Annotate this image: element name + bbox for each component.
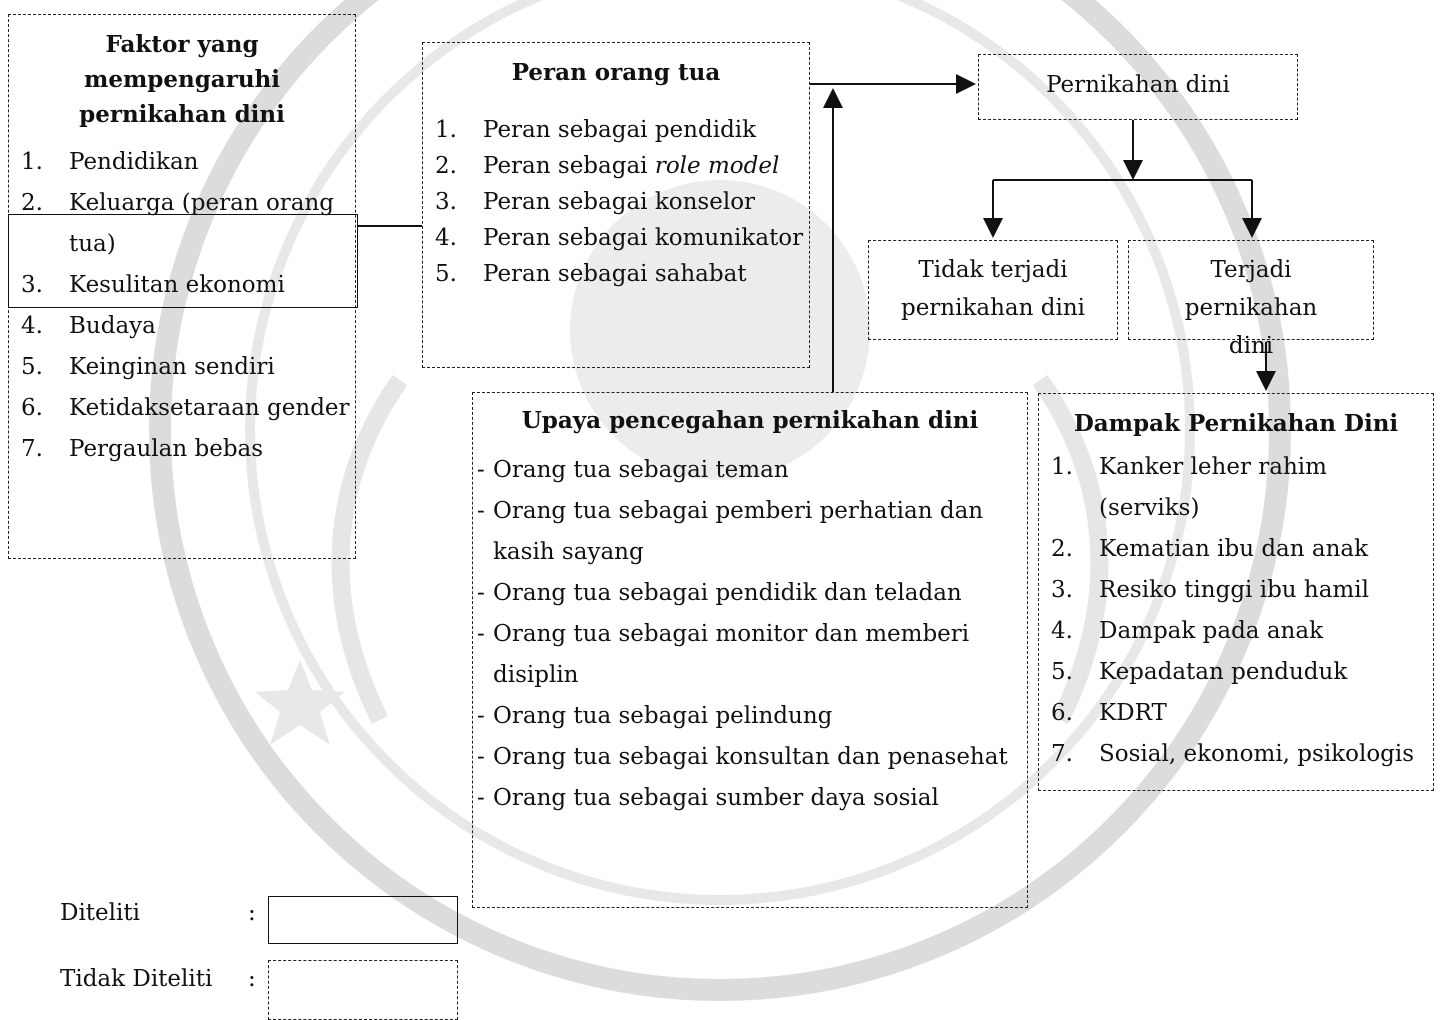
factor-item: 7. Pergaulan bebas [9, 429, 355, 470]
impact-item-number: 6. [1051, 700, 1073, 726]
factor-item: 4. Budaya [9, 306, 355, 347]
legend-not-studied-label: Tidak Diteliti [60, 966, 213, 992]
factor-item: 5. Keinginan sendiri [9, 347, 355, 388]
impact-item-text: Kematian ibu dan anak [1099, 536, 1369, 562]
factor-item-number: 7. [21, 436, 43, 462]
roles-box: Peran orang tua 1. Peran sebagai pendidik… [422, 42, 810, 368]
early-marriage-label: Pernikahan dini [1046, 72, 1230, 98]
prevention-item: -Orang tua sebagai pelindung [473, 696, 1027, 737]
prevention-item: -Orang tua sebagai teman [473, 450, 1027, 491]
impact-item-text: Sosial, ekonomi, psikologis [1099, 741, 1415, 767]
factor-item-number: 1. [21, 149, 43, 175]
legend-not-studied-colon: : [248, 966, 256, 992]
prevention-item-text: Orang tua sebagai teman [493, 457, 789, 483]
impact-item-number: 4. [1051, 618, 1073, 644]
factor-item-text: Pergaulan bebas [69, 436, 264, 462]
impact-item-text: Kepadatan penduduk [1099, 659, 1348, 685]
dash-bullet: - [477, 580, 485, 606]
impact-item-number: 5. [1051, 659, 1073, 685]
dash-bullet: - [477, 785, 485, 811]
legend-studied-colon: : [248, 900, 256, 926]
factor-item-number: 5. [21, 354, 43, 380]
legend-not-studied-swatch [268, 960, 458, 1020]
factor-item-text: Keinginan sendiri [69, 354, 275, 380]
impact-item-number: 2. [1051, 536, 1073, 562]
impact-item-text: KDRT [1099, 700, 1167, 726]
factor-item-number: 6. [21, 395, 43, 421]
impact-item: 2. Kematian ibu dan anak [1039, 529, 1433, 570]
factor-item-number: 4. [21, 313, 43, 339]
factor-item-text: Pendidikan [69, 149, 199, 175]
role-item-text: Peran sebagai konselor [483, 189, 756, 215]
role-item-number: 2. [435, 153, 457, 179]
impact-item: 5. Kepadatan penduduk [1039, 652, 1433, 693]
early-marriage-box: Pernikahan dini [978, 54, 1298, 120]
prevention-item: -Orang tua sebagai sumber daya sosial [473, 778, 1027, 819]
factor-item-text: Budaya [69, 313, 156, 339]
prevention-list: -Orang tua sebagai teman-Orang tua sebag… [473, 450, 1027, 819]
factors-title: Faktor yang mempengaruhi pernikahan dini [79, 31, 285, 128]
studied-factor-highlight [8, 214, 358, 308]
dash-bullet: - [477, 744, 485, 770]
role-item: 2. Peran sebagai role model [423, 148, 809, 184]
impact-item-number: 3. [1051, 577, 1073, 603]
yes-marriage-label: Terjadi pernikahan dini [1184, 257, 1318, 359]
factor-item: 6. Ketidaksetaraan gender [9, 388, 355, 429]
impact-item-text: Kanker leher rahim (serviks) [1099, 454, 1327, 521]
no-marriage-box: Tidak terjadi pernikahan dini [868, 240, 1118, 340]
prevention-item-text: Orang tua sebagai sumber daya sosial [493, 785, 939, 811]
roles-list: 1. Peran sebagai pendidik 2. Peran sebagai … [423, 112, 809, 292]
role-item-number: 3. [435, 189, 457, 215]
role-item-number: 5. [435, 261, 457, 287]
role-item-text: Peran sebagai komunikator [483, 225, 804, 251]
role-item-text: Peran sebagai sahabat [483, 261, 747, 287]
prevention-item-text: Orang tua sebagai konsultan dan penaseha… [493, 744, 1008, 770]
legend-studied-label: Diteliti [60, 900, 140, 926]
prevention-item: -Orang tua sebagai konsultan dan penaseh… [473, 737, 1027, 778]
factor-item-number: 3. [21, 272, 43, 298]
roles-title: Peran orang tua [511, 59, 721, 86]
prevention-title: Upaya pencegahan pernikahan dini [521, 407, 979, 434]
impact-item: 4. Dampak pada anak [1039, 611, 1433, 652]
yes-marriage-box: Terjadi pernikahan dini [1128, 240, 1374, 359]
dash-bullet: - [477, 457, 485, 483]
prevention-item-text: Orang tua sebagai pendidik dan teladan [493, 580, 962, 606]
role-item-number: 1. [435, 117, 457, 143]
dash-bullet: - [477, 703, 485, 729]
role-item-italic: role model [654, 153, 780, 179]
factor-item-text: Ketidaksetaraan gender [69, 395, 350, 421]
impact-item: 7. Sosial, ekonomi, psikologis [1039, 734, 1433, 775]
dash-bullet: - [477, 498, 485, 524]
role-item: 3. Peran sebagai konselor [423, 184, 809, 220]
role-item-text: Peran sebagai [483, 153, 655, 179]
prevention-item-text: Orang tua sebagai pelindung [493, 703, 833, 729]
role-item: 1. Peran sebagai pendidik [423, 112, 809, 148]
role-item-text: Peran sebagai pendidik [483, 117, 757, 143]
impacts-list: 1. Kanker leher rahim (serviks) 2. Kematian… [1039, 447, 1433, 775]
legend-studied-swatch [268, 896, 458, 944]
role-item-number: 4. [435, 225, 457, 251]
impact-item-text: Resiko tinggi ibu hamil [1099, 577, 1369, 603]
impact-item-number: 1. [1051, 454, 1073, 480]
prevention-item: -Orang tua sebagai monitor dan memberi d… [473, 614, 1027, 696]
prevention-item: -Orang tua sebagai pemberi perhatian dan… [473, 491, 1027, 573]
prevention-item: -Orang tua sebagai pendidik dan teladan [473, 573, 1027, 614]
prevention-item-text: Orang tua sebagai pemberi perhatian dan … [493, 498, 984, 565]
impact-item: 3. Resiko tinggi ibu hamil [1039, 570, 1433, 611]
impact-item: 6. KDRT [1039, 693, 1433, 734]
impact-item: 1. Kanker leher rahim (serviks) [1039, 447, 1433, 529]
prevention-item-text: Orang tua sebagai monitor dan memberi di… [493, 621, 970, 688]
impacts-title: Dampak Pernikahan Dini [1073, 410, 1399, 437]
impacts-box: Dampak Pernikahan Dini 1. Kanker leher ra… [1038, 393, 1434, 791]
factor-item-number: 2. [21, 190, 43, 216]
role-item: 4. Peran sebagai komunikator [423, 220, 809, 256]
impact-item-number: 7. [1051, 741, 1073, 767]
factor-item: 1. Pendidikan [9, 142, 355, 183]
no-marriage-label: Tidak terjadi pernikahan dini [900, 257, 1086, 321]
role-item: 5. Peran sebagai sahabat [423, 256, 809, 292]
dash-bullet: - [477, 621, 485, 647]
impact-item-text: Dampak pada anak [1099, 618, 1324, 644]
prevention-box: Upaya pencegahan pernikahan dini -Orang … [472, 392, 1028, 908]
